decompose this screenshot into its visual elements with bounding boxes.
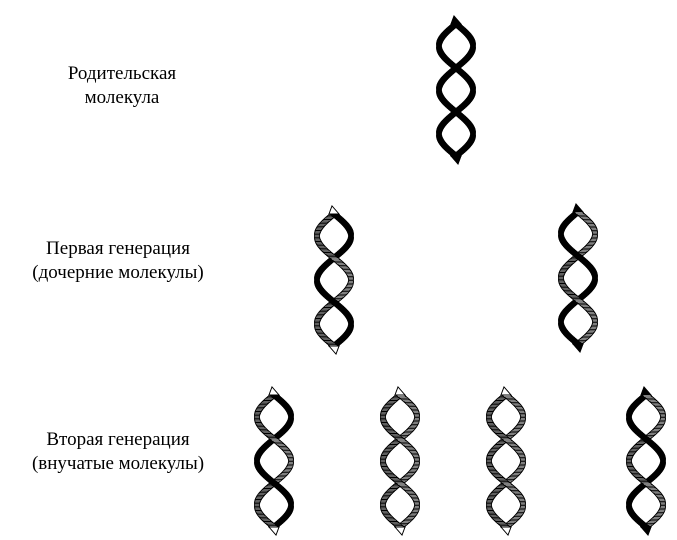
helix-strand-b-end — [641, 527, 651, 535]
label-parent-line1: Родительская — [22, 62, 222, 86]
helix-strand-b-end — [395, 527, 405, 535]
label-gen1-line2: (дочерние молекулы) — [0, 261, 236, 285]
dna-helix-gen1-right — [550, 200, 606, 356]
dna-helix-gen2-2 — [372, 383, 428, 539]
dna-helix-parent — [428, 12, 484, 168]
label-gen1-line1: Первая генерация — [0, 237, 236, 261]
label-gen2-line1: Вторая генерация — [0, 428, 236, 452]
helix-strand-b-end — [573, 204, 583, 212]
helix-strand-b-end — [269, 527, 279, 535]
helix-strand-a-segment — [642, 483, 653, 485]
dna-helix-gen1-left — [306, 202, 362, 358]
helix-strand-a-segment — [574, 300, 585, 302]
helix-strand-b-segment — [396, 439, 407, 441]
helix-strand-a-segment — [452, 112, 463, 114]
dna-helix-gen2-3 — [478, 383, 534, 539]
helix-strand-b-end — [501, 387, 511, 395]
helix-strand-b-end — [501, 527, 511, 535]
helix-strand-b-end — [573, 344, 583, 352]
helix-strand-b-end — [329, 206, 339, 214]
label-gen2-line2: (внучатые молекулы) — [0, 452, 236, 476]
label-second-generation: Вторая генерация (внучатые молекулы) — [0, 428, 236, 476]
helix-strand-b-end — [641, 387, 651, 395]
helix-strand-a-segment — [502, 483, 513, 485]
label-first-generation: Первая генерация (дочерние молекулы) — [0, 237, 236, 285]
helix-strand-a-segment — [396, 483, 407, 485]
label-parent-molecule: Родительская молекула — [22, 62, 222, 110]
helix-strand-b-segment — [502, 439, 513, 441]
helix-strand-b-segment — [574, 256, 585, 258]
helix-strand-b-segment — [452, 68, 463, 70]
dna-helix-gen2-4 — [618, 383, 674, 539]
helix-strand-b-end — [451, 16, 461, 24]
helix-strand-b-end — [329, 346, 339, 354]
helix-strand-a-segment — [270, 483, 281, 485]
helix-strand-b-end — [395, 387, 405, 395]
helix-strand-b-end — [451, 156, 461, 164]
helix-strand-a-segment — [330, 302, 341, 304]
label-parent-line2: молекула — [22, 86, 222, 110]
helix-strand-b-segment — [270, 439, 281, 441]
helix-strand-b-end — [269, 387, 279, 395]
helix-strand-b-segment — [642, 439, 653, 441]
helix-strand-b-segment — [330, 258, 341, 260]
dna-helix-gen2-1 — [246, 383, 302, 539]
